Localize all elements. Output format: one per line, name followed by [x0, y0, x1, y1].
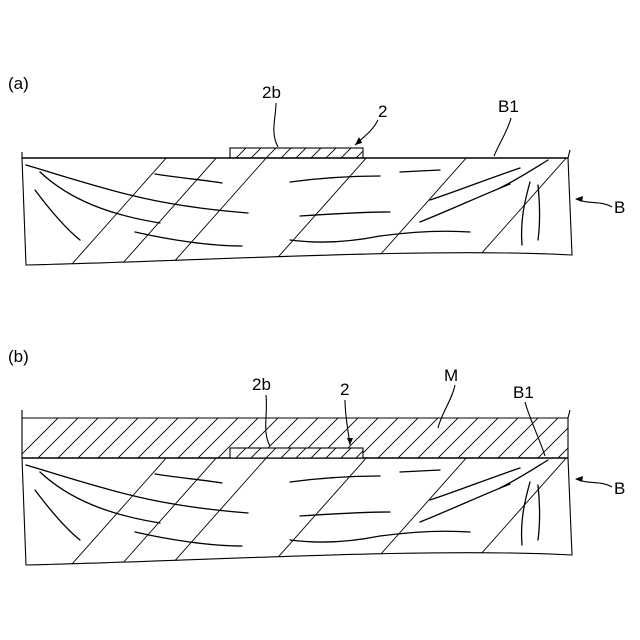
panel-b-caption: (b)	[8, 347, 29, 366]
panel-a-base-hatching	[40, 120, 640, 300]
panel-b-label-2b: 2b	[252, 375, 271, 394]
panel-a-base-fibers	[26, 160, 548, 246]
panel-b-base-fibers	[26, 460, 548, 546]
panel-a-label-2: 2	[378, 102, 387, 121]
panel-a-arrowhead-b	[575, 196, 583, 202]
panel-a-arrowhead-2	[355, 137, 362, 145]
panel-b-label-m: M	[444, 366, 458, 385]
panel-b-arrowhead-b	[575, 476, 583, 482]
panel-a-strip	[230, 144, 370, 164]
panel-b-layer-m-top	[22, 410, 570, 418]
panel-a: (a)	[8, 74, 640, 300]
panel-a-leader-2b	[274, 103, 278, 147]
panel-b-label-b: B	[614, 479, 625, 498]
panel-a-base-outline	[22, 150, 572, 265]
panel-a-base-body	[22, 120, 640, 300]
panel-a-caption: (a)	[8, 74, 29, 93]
panel-b-label-2: 2	[340, 380, 349, 399]
panel-a-leader-b1	[494, 118, 511, 156]
panel-a-label-b1: B1	[498, 97, 519, 116]
panel-b: (b)	[8, 347, 640, 600]
panel-a-label-2b: 2b	[262, 83, 281, 102]
panel-b-label-b1: B1	[513, 383, 534, 402]
panel-b-leader-m	[438, 385, 455, 428]
panel-b-leader-2b	[266, 395, 270, 446]
panel-b-base-outline	[22, 418, 572, 565]
panel-b-base-hatching	[40, 420, 640, 600]
panel-a-label-b: B	[614, 198, 625, 217]
